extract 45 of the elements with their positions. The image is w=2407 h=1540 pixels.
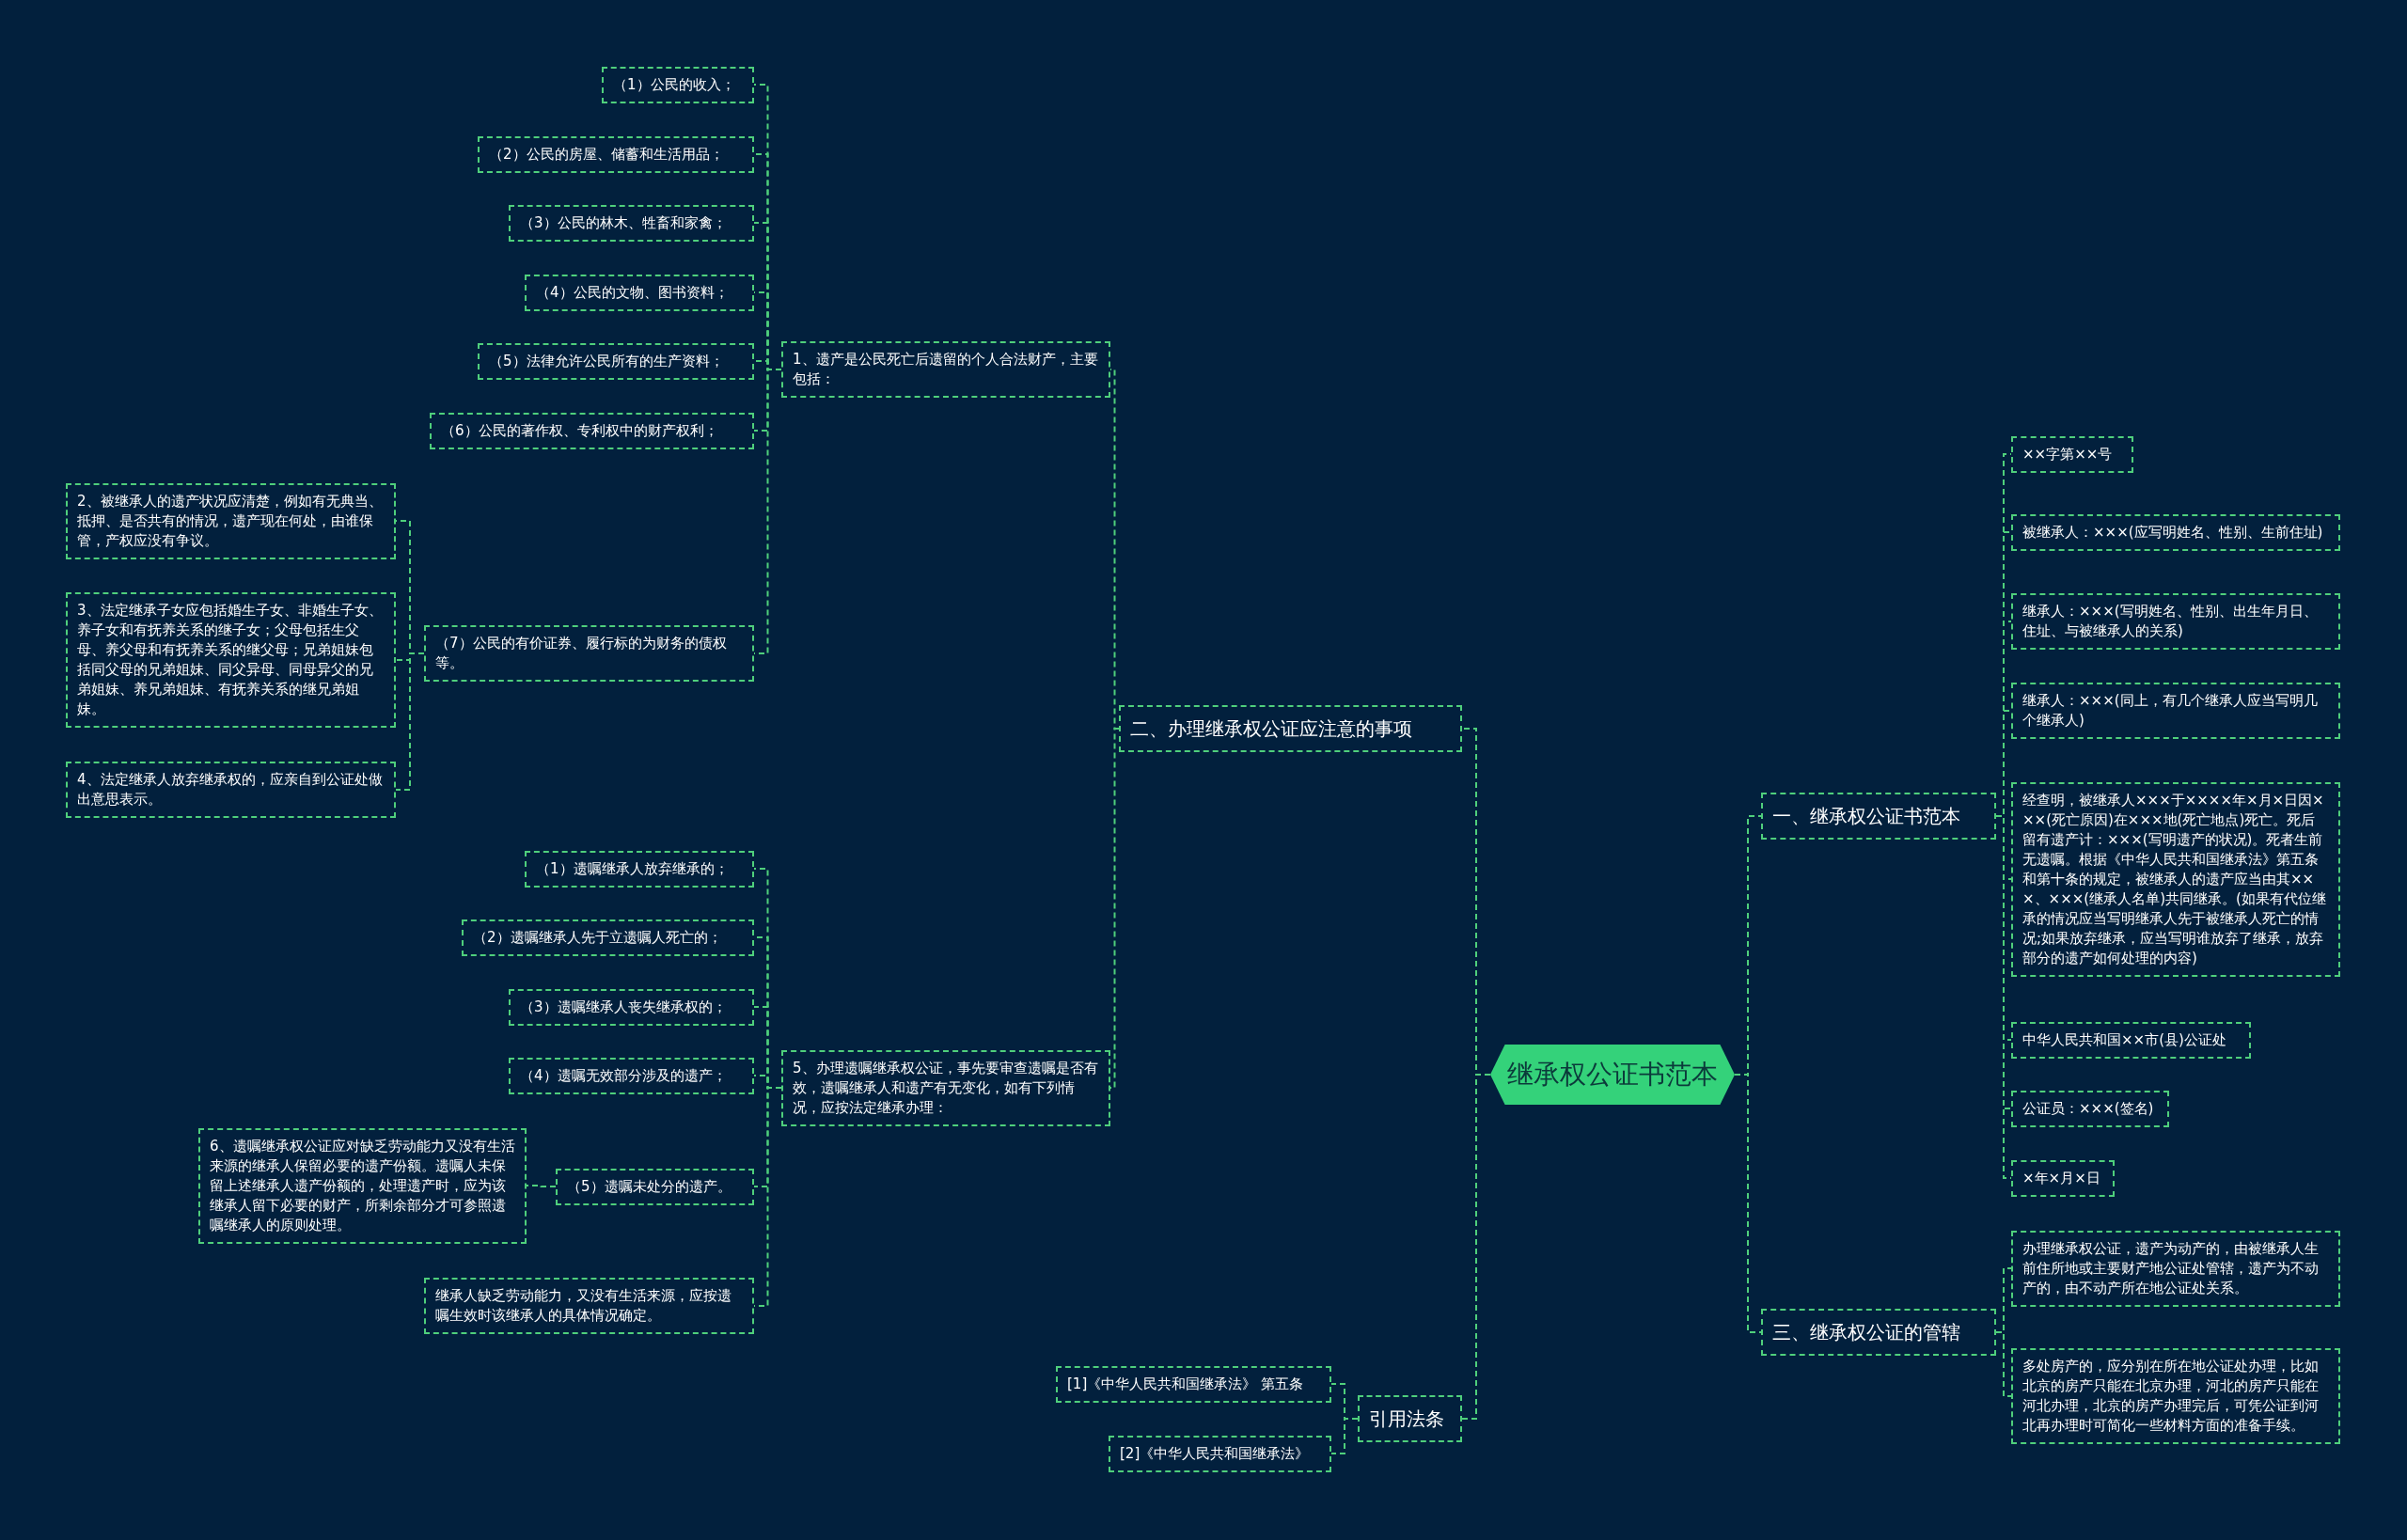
subtopic-card: （5）遗嘱未处分的遗产。 [556,1169,754,1205]
connector-line [1995,815,2012,1179]
connector-line [526,1185,557,1187]
subtopic-card: [1]《中华人民共和国继承法》 第五条 [1056,1366,1331,1403]
subtopic-card: 继承人：×××(写明姓名、性别、出生年月日、住址、与被继承人的关系) [2011,593,2340,650]
subtopic-card: （3）公民的林木、牲畜和家禽； [509,205,754,242]
subtopic-card: 多处房产的，应分别在所在地公证处办理，比如北京的房产只能在北京办理，河北的房产只能在河北办理，北京的房产办理完后，可凭公证到河北再办理时可简化一些材料方面的准备手续。 [2011,1348,2340,1444]
central-topic-text: 继承权公证书范本 [1507,1059,1718,1090]
subtopic-card: （7）公民的有价证券、履行标的为财务的债权等。 [424,625,754,682]
subtopic-card: （1）遗嘱继承人放弃继承的； [525,851,754,888]
connector-line [1330,1418,1359,1454]
subtopic-card: （1）公民的收入； [602,67,754,103]
subtopic-card: [2]《中华人民共和国继承法》 [1109,1436,1331,1472]
subtopic-card: 4、法定继承人放弃继承权的，应亲自到公证处做出意思表示。 [66,762,396,818]
subtopic-card: 办理继承权公证，遗产为动产的，由被继承人生前住所地或主要财产地公证处管辖，遗产为不动产的，由不动产所在地公证处关系。 [2011,1231,2340,1307]
subtopic-card: （2）遗嘱继承人先于立遗嘱人死亡的； [462,919,754,956]
subtopic-card: （6）公民的著作权、专利权中的财产权利； [430,413,754,449]
subtopic-card: 公证员：×××(签名) [2011,1091,2169,1127]
branch-topic-card: 三、继承权公证的管辖 [1761,1309,1996,1356]
connector-line [1734,1074,1762,1333]
subtopic-card: ×年×月×日 [2011,1160,2115,1197]
subtopic-card: （3）遗嘱继承人丧失继承权的； [509,989,754,1026]
subtopic-card: （5）法律允许公民所有的生产资料； [478,343,754,380]
subtopic-card: 3、法定继承子女应包括婚生子女、非婚生子女、养子女和有抚养关系的继子女；父母包括生父母、养父母和有抚养关系的继父母；兄弟姐妹包括同父母的兄弟姐妹、同父异母、同母异父的兄弟姐妹、养兄弟姐妹、有抚养关系的继兄弟姐妹。 [66,592,396,728]
connector-line [395,652,425,791]
subtopic-card: 1、遗产是公民死亡后遗留的个人合法财产，主要包括： [781,341,1110,398]
subtopic-card: （2）公民的房屋、储蓄和生活用品； [478,136,754,173]
connector-line [1109,728,1120,1089]
branch-topic-card: 二、办理继承权公证应注意的事项 [1119,705,1462,752]
subtopic-card: （4）遗嘱无效部分涉及的遗产； [509,1058,754,1094]
subtopic-card: 中华人民共和国××市(县)公证处 [2011,1022,2251,1059]
subtopic-card: 5、办理遗嘱继承权公证，事先要审查遗嘱是否有效，遗嘱继承人和遗产有无变化，如有下列情况，应按法定继承办理： [781,1050,1110,1126]
subtopic-card: 经查明，被继承人×××于××××年×月×日因×××(死亡原因)在×××地(死亡地点)死亡。死后留有遗产计：×××(写明遗产的状况)。死者生前无遗嘱。根据《中华人民共和国继承法》第五条和第十条的规定，被继承人的遗产应当由其×××、×××(继承人名单)共同继承。(如果有代位继承的情况应当写明继承人先于被继承人死亡的情况;如果放弃继承，应当写明谁放弃了继承，放弃部分的遗产如何处理的内容) [2011,782,2340,977]
connector-line [753,369,782,654]
connector-line [753,1087,782,1307]
subtopic-card: ××字第××号 [2011,436,2133,473]
subtopic-card: 6、遗嘱继承权公证应对缺乏劳动能力又没有生活来源的继承人保留必要的遗产份额。遗嘱人未保留上述继承人遗产份额的，处理遗产时，应为该继承人留下必要的财产，所剩余部分才可参照遗嘱继承人的原则处理。 [198,1128,527,1244]
subtopic-card: 被继承人：×××(应写明姓名、性别、生前住址) [2011,514,2340,551]
connector-line [1995,1331,2012,1397]
subtopic-card: 继承人缺乏劳动能力，又没有生活来源，应按遗嘱生效时该继承人的具体情况确定。 [424,1278,754,1334]
subtopic-card: 2、被继承人的遗产状况应清楚，例如有无典当、抵押、是否共有的情况，遗产现在何处，由谁保管，产权应没有争议。 [66,483,396,559]
subtopic-card: 继承人：×××(同上，有几个继承人应当写明几个继承人) [2011,683,2340,739]
branch-topic-card: 引用法条 [1358,1395,1462,1442]
subtopic-card: （4）公民的文物、图书资料； [525,275,754,311]
branch-topic-card: 一、继承权公证书范本 [1761,793,1996,840]
